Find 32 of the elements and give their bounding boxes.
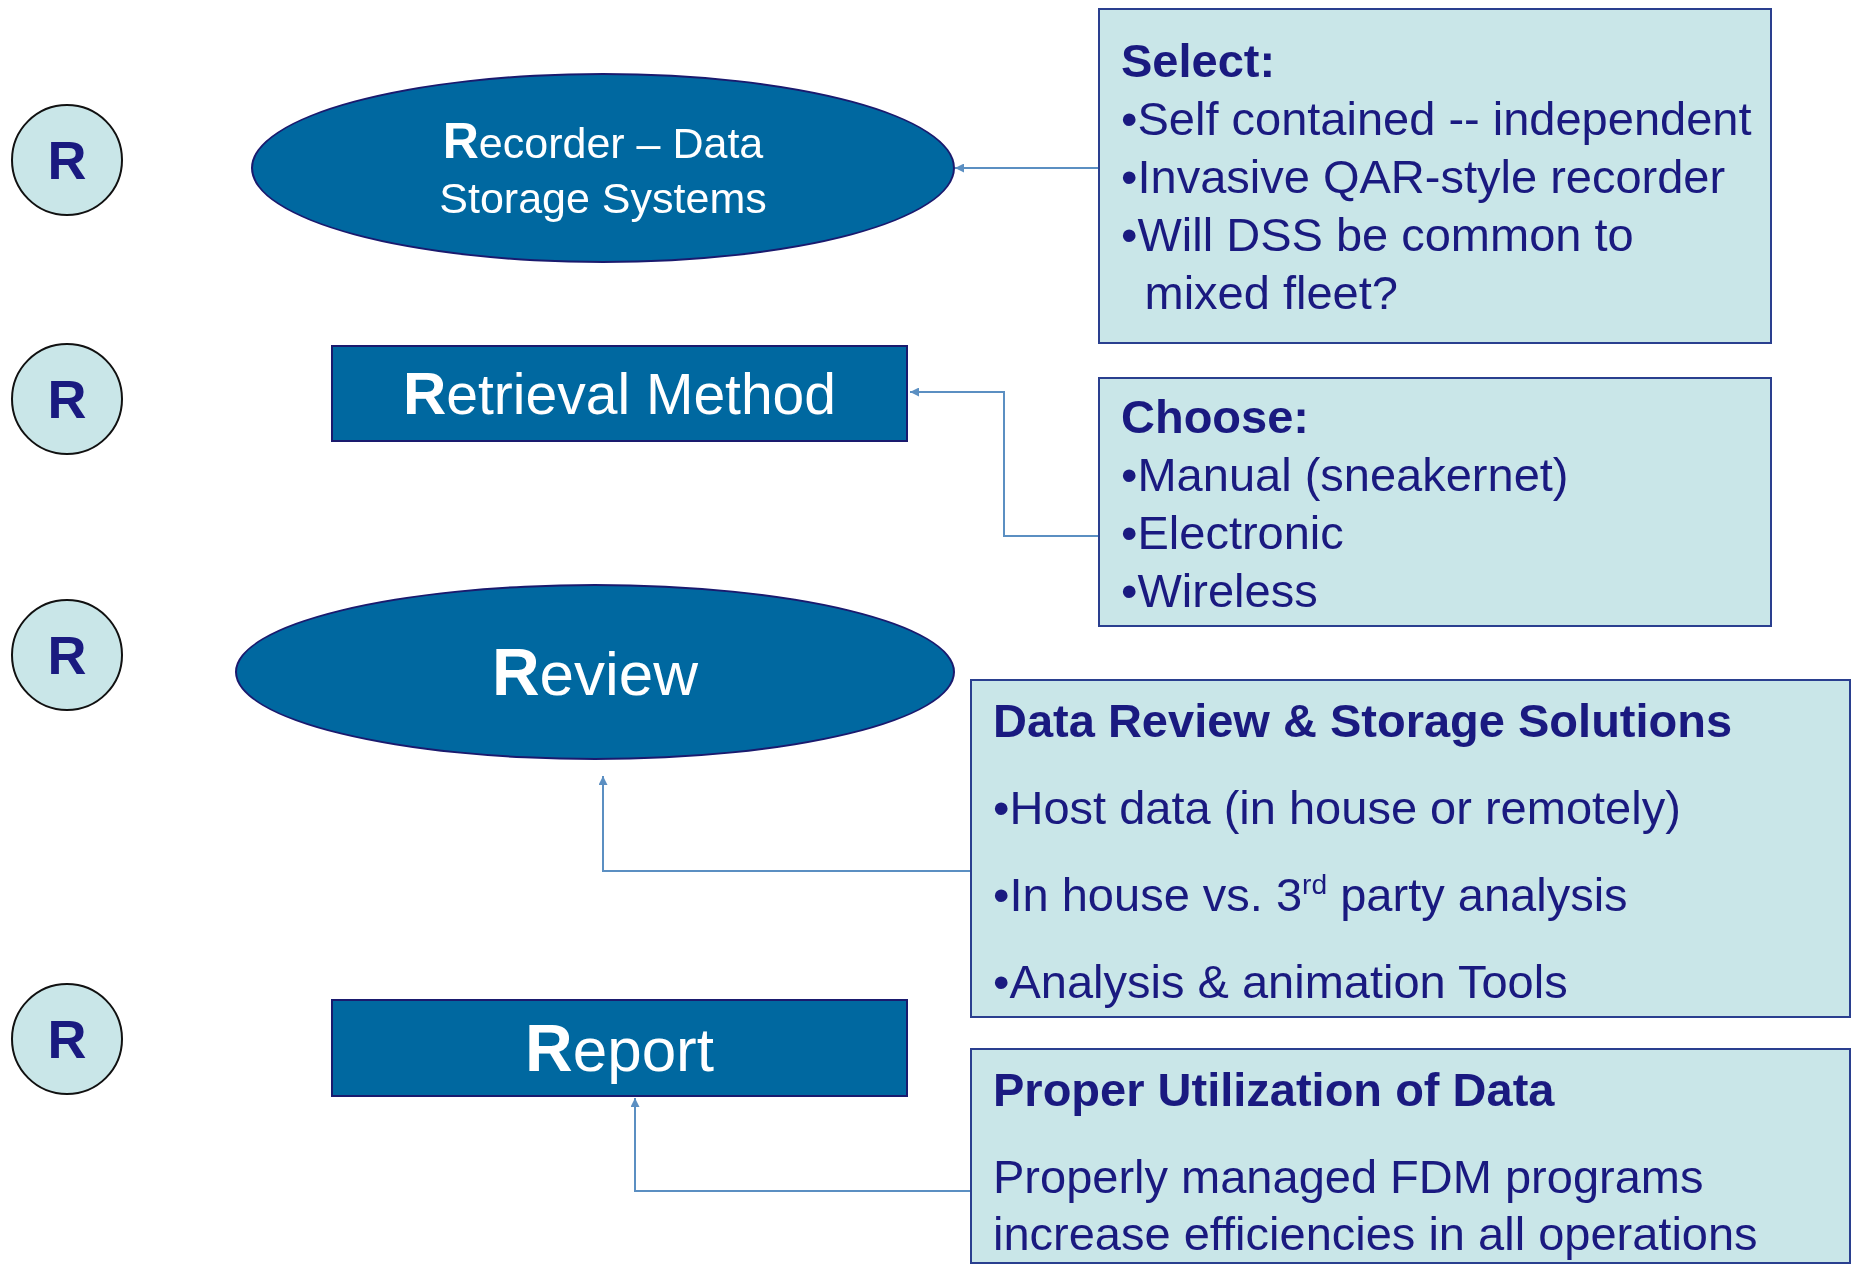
arrow bbox=[598, 775, 971, 872]
box-heading: Proper Utilization of Data bbox=[993, 1062, 1556, 1118]
arrow bbox=[954, 163, 1099, 173]
box-text: •Electronic bbox=[1121, 505, 1345, 561]
letter-label: R bbox=[47, 624, 87, 686]
process-box bbox=[331, 999, 908, 1097]
note-box bbox=[970, 1048, 1851, 1264]
box-text: •Analysis & animation Tools bbox=[993, 954, 1569, 1010]
box-heading: Data Review & Storage Solutions bbox=[993, 693, 1734, 749]
letter-label: R bbox=[47, 1008, 87, 1070]
letter-label: R bbox=[47, 129, 87, 191]
box-text: •Will DSS be common to mixed fleet? bbox=[1121, 207, 1635, 321]
letter-label: R bbox=[47, 368, 87, 430]
node-label: Report bbox=[525, 1009, 714, 1087]
node-label: Recorder – Data Storage Systems bbox=[438, 112, 768, 225]
node-label: Review bbox=[491, 633, 699, 711]
arrow bbox=[630, 1097, 971, 1192]
box-text: •Manual (sneakernet) bbox=[1121, 447, 1570, 503]
box-heading: Select: bbox=[1121, 33, 1277, 89]
note-box bbox=[1098, 377, 1772, 627]
note-box bbox=[1098, 8, 1772, 344]
box-text: •Host data (in house or remotely) bbox=[993, 780, 1682, 836]
node-label: Retrieval Method bbox=[402, 358, 837, 429]
box-text: •Self contained -- independent bbox=[1121, 91, 1753, 147]
box-text: •In house vs. 3$^{rd}$ party analysis bbox=[993, 867, 1629, 923]
note-box bbox=[970, 679, 1851, 1018]
process-box bbox=[331, 345, 908, 442]
box-text: •Wireless bbox=[1121, 563, 1319, 619]
box-text: •Invasive QAR-style recorder bbox=[1121, 149, 1727, 205]
arrow bbox=[909, 387, 1099, 537]
box-heading: Choose: bbox=[1121, 389, 1310, 445]
box-text: Properly managed FDM programs increase efficiencies in all operations bbox=[993, 1149, 1759, 1262]
